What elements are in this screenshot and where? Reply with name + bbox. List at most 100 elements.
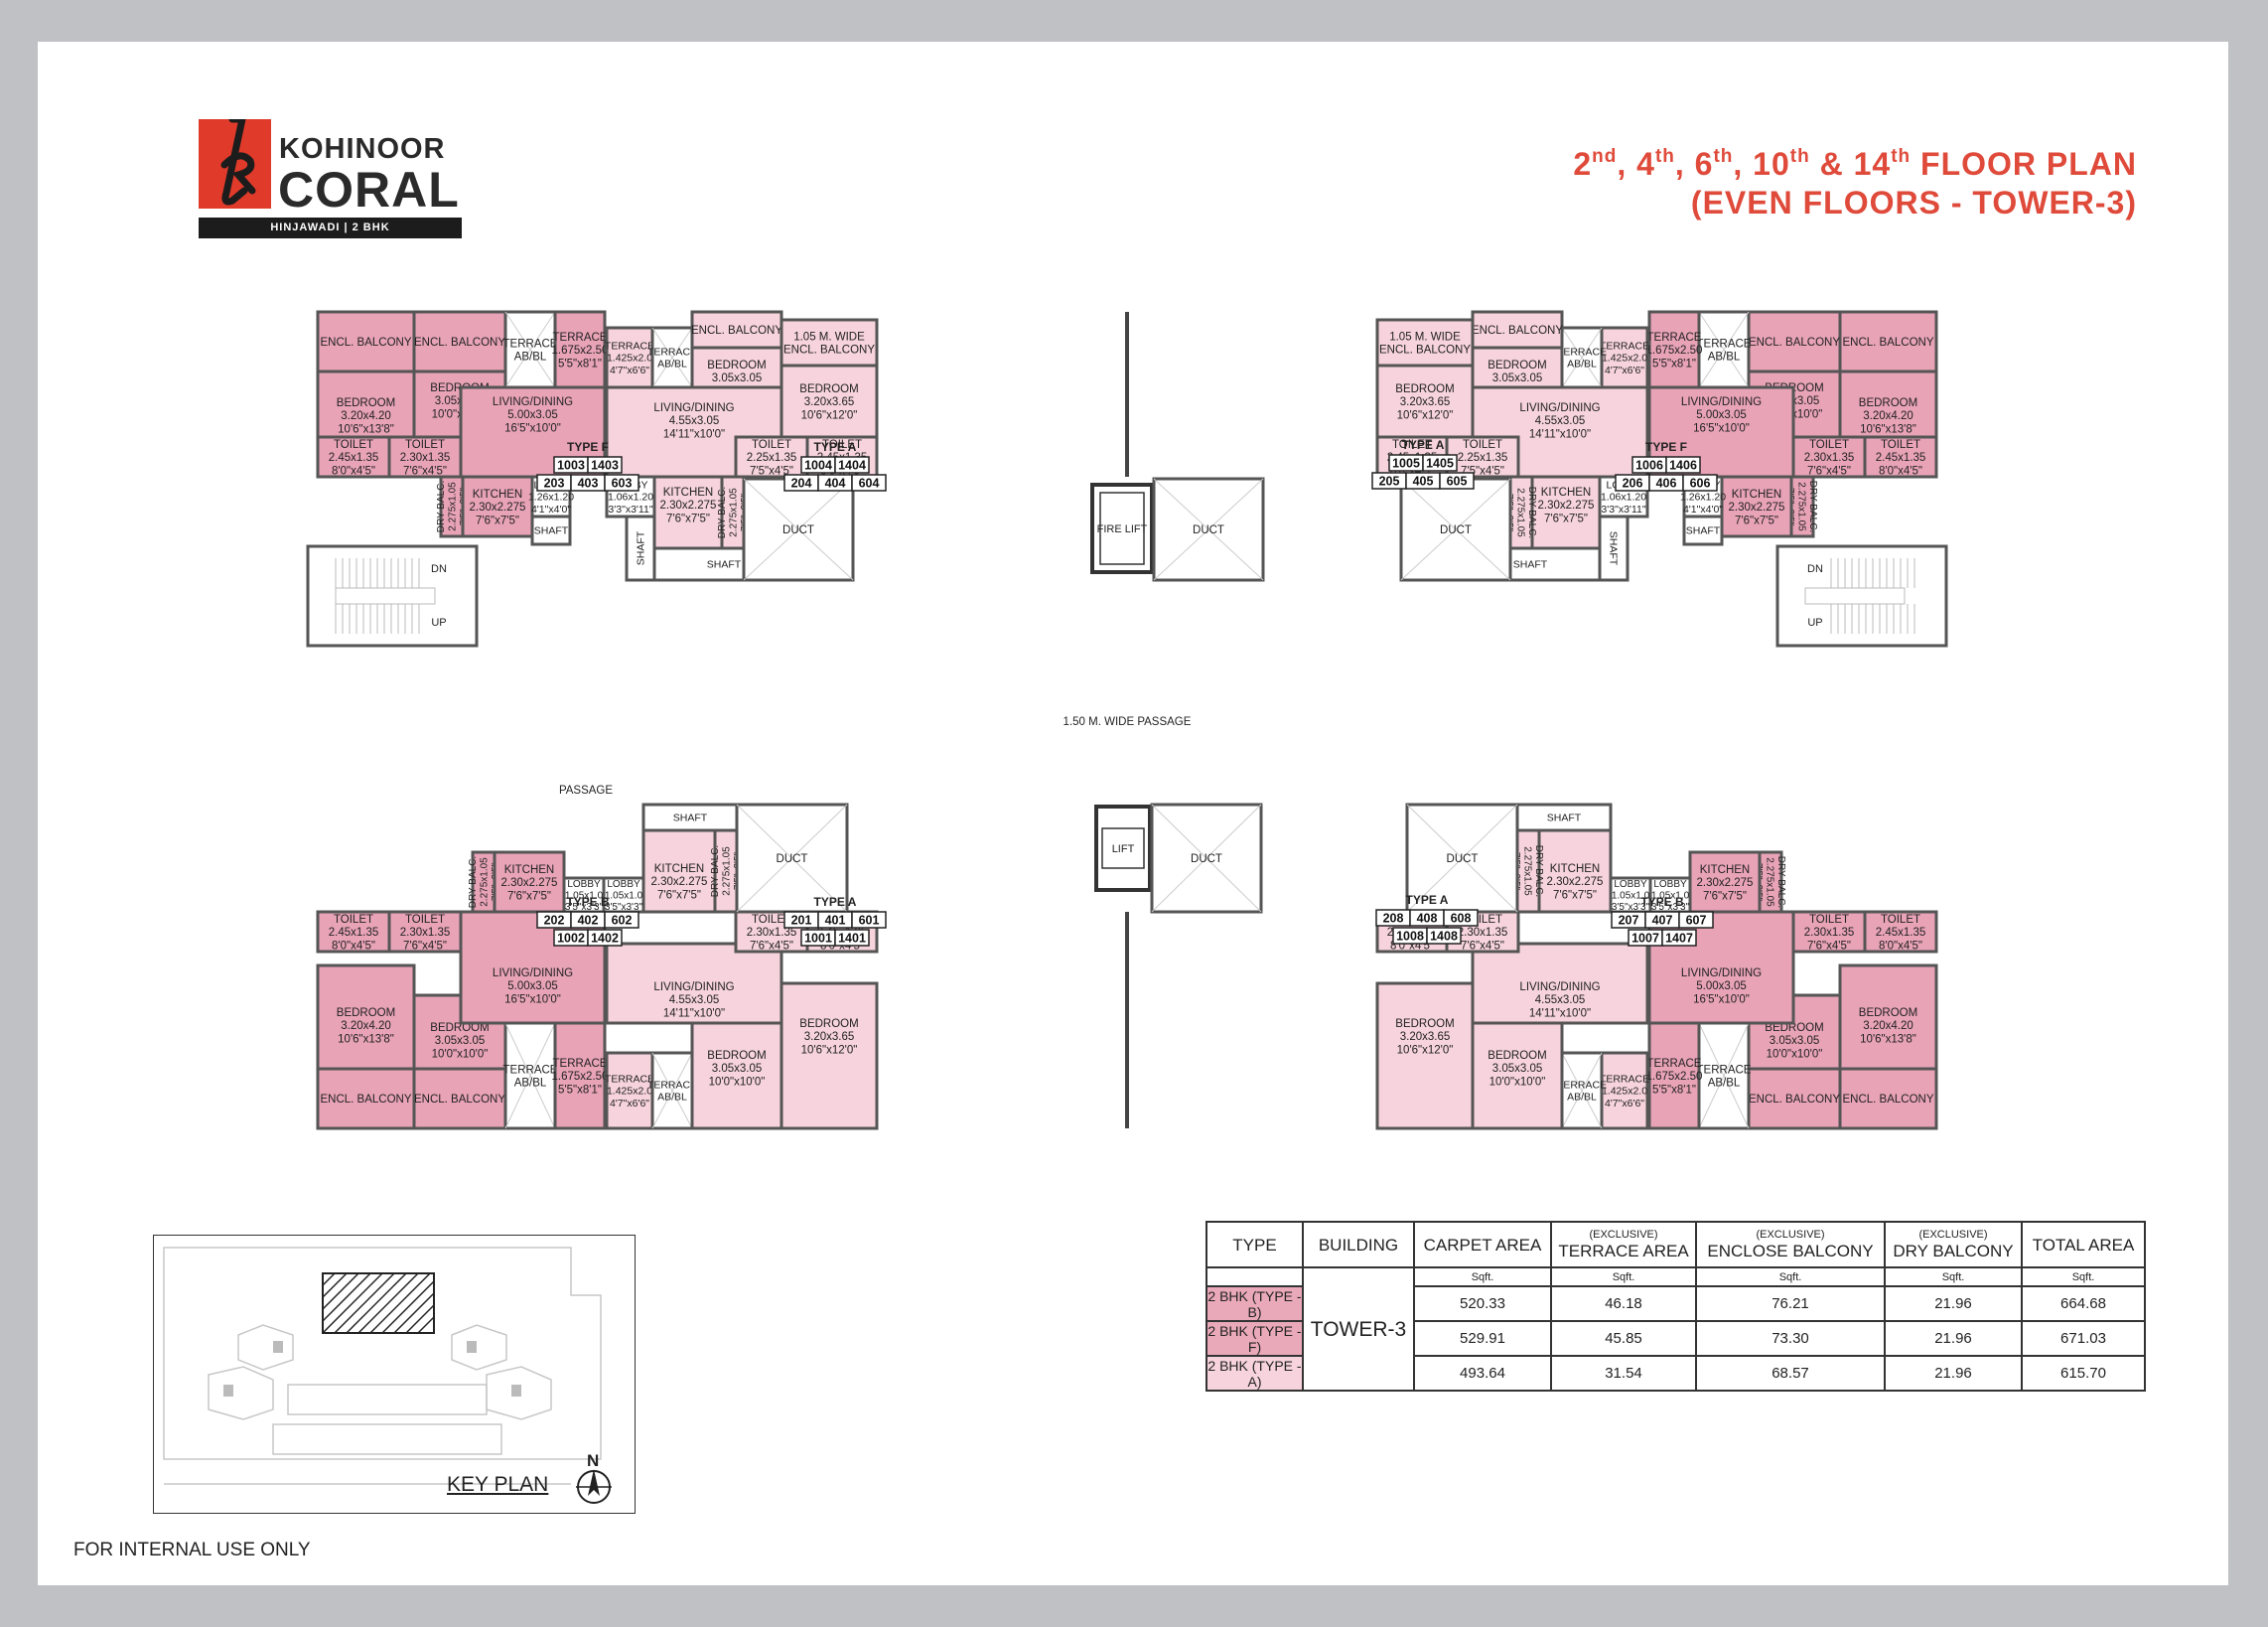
room-label: 2.30x2.275 (660, 500, 717, 512)
col-enclose: (EXCLUSIVE)ENCLOSE BALCONY (1695, 1221, 1886, 1268)
room-label: TOILET (822, 439, 862, 451)
room-label: BEDROOM (1395, 383, 1454, 395)
room-label: 1.05x1.0 (565, 891, 604, 902)
room-label: ENCL. BALCONY (1379, 345, 1471, 357)
unit-number: 405 (1413, 475, 1434, 489)
unit-number: 607 (1686, 914, 1707, 928)
room-label: TOILET (1881, 439, 1920, 451)
room-label: DRY BALC. (1807, 481, 1818, 532)
room-label: TOILET (1881, 914, 1920, 926)
room-label: AB/BL (1708, 1078, 1741, 1090)
encl-balcony: ENCL. BALCONY (412, 310, 507, 373)
room-label: 1.05 M. WIDE (1389, 331, 1461, 343)
room-label: 2.30x1.35 (1804, 452, 1855, 464)
encl-balcony: ENCL. BALCONY (316, 1067, 416, 1130)
room-label: 3.05x3.05 (435, 1035, 486, 1047)
room-label: DUCT (1191, 853, 1222, 865)
duct: DUCT (1405, 803, 1519, 914)
room-label: 7'6"x4'5" (403, 940, 447, 952)
room-label: BEDROOM (430, 1022, 489, 1034)
room-label: 1.06x1.20 (1601, 492, 1646, 504)
room-label: KITCHEN (663, 487, 713, 499)
title-line2: (EVEN FLOORS - TOWER-3) (1690, 185, 2137, 221)
room-label: SHAFT (673, 813, 708, 824)
encl-balcony: ENCL. BALCONY (412, 1067, 507, 1130)
staircase (306, 544, 479, 648)
room-label: 10'6"x12'0" (1397, 1044, 1454, 1056)
room-label: 1.425x2.0 (1602, 353, 1647, 365)
room-label: BEDROOM (707, 360, 766, 371)
room-label: TERRACE (1557, 1080, 1607, 1092)
room-label: AB/BL (514, 1078, 547, 1090)
unit-number: 605 (1447, 475, 1468, 489)
shaft: SHAFT (1515, 803, 1613, 832)
room-label: LIVING/DINING (1681, 396, 1762, 408)
room-label: 4'7"x6'6" (610, 365, 649, 376)
room-label: 2.30x1.35 (1458, 927, 1508, 939)
unit-type-label: TYPE A (814, 440, 857, 454)
room-label: 4'1"x4'0" (1683, 504, 1723, 516)
room-label: KITCHEN (473, 489, 522, 501)
room-label: TERRACE (1647, 1058, 1702, 1070)
room-label: 10'6"x13'8" (1860, 1033, 1916, 1045)
unit-number: 1403 (591, 459, 619, 473)
room-label: LOBBY (1614, 879, 1647, 890)
room-label: 1.05 M. WIDE (793, 331, 865, 343)
unit-number: 401 (825, 914, 846, 928)
unit-number: 1008 (1396, 930, 1424, 944)
room-label: BEDROOM (799, 383, 858, 395)
room-label: DRY BALC. (710, 845, 721, 897)
unit-number: 608 (1451, 912, 1472, 926)
room-label: TOILET (752, 914, 791, 926)
room-label: 7'6"x4'5" (1461, 940, 1504, 952)
room-label: 2.30x2.275 (1697, 877, 1754, 889)
room-label: 4.55x3.05 (1535, 994, 1586, 1006)
duct: DUCT (1150, 803, 1263, 914)
room-label: 3.05x3.05 (1770, 1035, 1820, 1047)
room-label: 2.30x2.275 (1547, 876, 1604, 888)
key-plan: N (153, 1235, 636, 1514)
room-label: SHAFT (1547, 813, 1582, 824)
room-label: 3.05x3.05 (712, 1063, 763, 1075)
room-label: 10'0"x10'0" (1767, 1048, 1823, 1060)
room-label: AB/BL (1708, 352, 1741, 364)
room-label: 10'6"x12'0" (801, 1044, 858, 1056)
room-label: AB/BL (657, 1092, 687, 1104)
shaft: SHAFT (1682, 515, 1724, 546)
room-label: SHAFT (1513, 559, 1548, 571)
unit-number: 1401 (838, 932, 866, 946)
room-label: 4.55x3.05 (669, 415, 720, 427)
stair-dn-label: DN (1807, 563, 1823, 575)
room-label: LOBBY (1653, 879, 1687, 890)
room-label: TERRACE (553, 1058, 608, 1070)
room-label: 16'5"x10'0" (1693, 422, 1750, 434)
room-label: 2.275x1.05 (480, 857, 491, 907)
room-label: BEDROOM (1395, 1018, 1454, 1030)
room-label: 1.05x1.0 (1651, 891, 1690, 902)
unit-number: 601 (859, 914, 880, 928)
col-dry: (EXCLUSIVE)DRY BALCONY (1884, 1221, 2023, 1268)
room-label: 4'1"x4'0" (531, 504, 571, 516)
unit-number: 1402 (591, 932, 619, 946)
room-label: 7'6"x7'5" (476, 515, 519, 526)
room-label: 8'0"x4'5" (1879, 465, 1922, 477)
room-label: AB/BL (514, 352, 547, 364)
room-label: ENCL. BALCONY (691, 325, 782, 337)
brand-tagline: HINJAWADI | 2 BHK (199, 218, 462, 238)
